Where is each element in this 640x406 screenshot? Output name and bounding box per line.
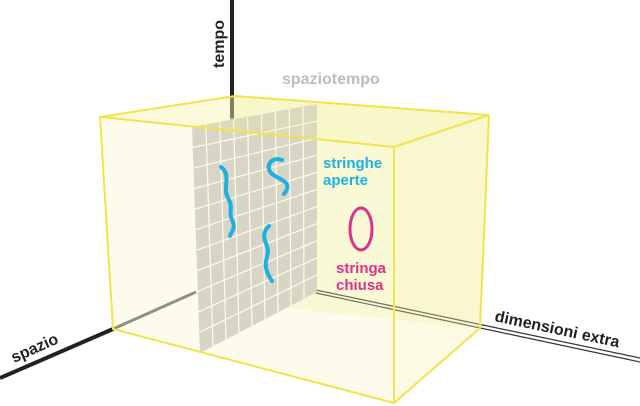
spacetime-title: spaziotempo [282,71,380,88]
grid-line [233,119,240,333]
grid-line [288,109,292,306]
closed-string-label-line2: chiusa [336,277,384,294]
grid-line [246,116,253,326]
box-right-face [394,115,489,403]
grid-line [260,114,266,320]
extra-dimensions-axis [315,289,640,363]
space-axis [0,327,114,380]
grid-line [193,137,318,169]
closed-string-label-line1: stringa [336,260,387,277]
box-front-face [100,117,394,403]
grid-line [196,205,318,251]
grid-line [192,120,318,149]
space-axis-inside [112,290,197,331]
box-top-face [100,96,489,147]
grid-line [274,111,279,313]
open-string-2 [266,157,290,196]
open-strings [219,157,290,283]
open-string-1 [219,165,236,238]
open-strings-label-line1: stringhe [323,155,382,172]
grid-line [199,274,318,333]
grid-line [196,223,318,272]
grid-line [194,154,318,190]
grid-line [197,240,318,292]
grid-line [205,124,214,347]
time-axis-label: tempo [211,20,228,68]
grid-line [198,257,318,313]
grid-line [194,171,318,210]
open-strings-label-line2: aperte [323,172,368,189]
open-string-3 [262,224,274,283]
grid-line [219,121,227,340]
spacetime-box [98,94,490,405]
grid-line [195,188,318,231]
closed-string [348,206,374,252]
